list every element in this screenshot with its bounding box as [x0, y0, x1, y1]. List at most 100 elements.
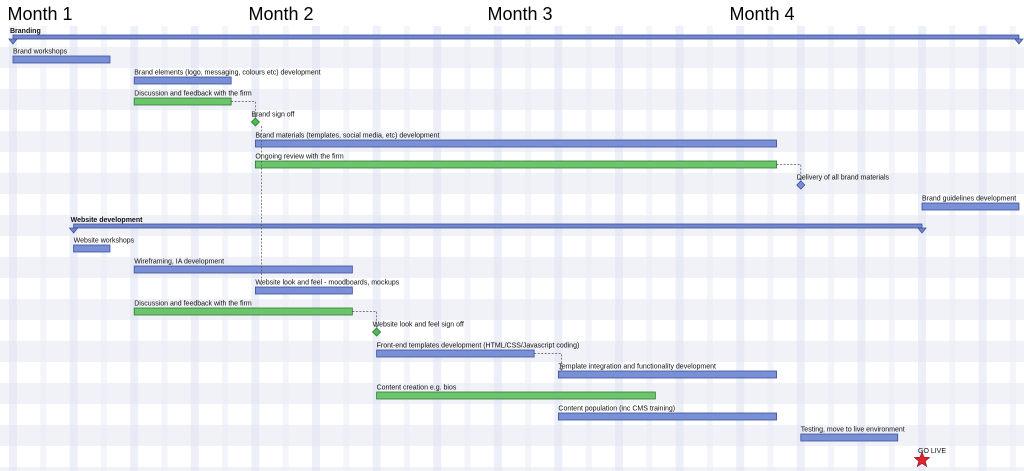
half-week-band: [706, 26, 713, 471]
task-label: Testing, move to live environment: [801, 427, 905, 434]
half-week-band: [767, 26, 774, 471]
task-bar: [921, 202, 1020, 211]
group-bar: [12, 34, 1020, 40]
group-end-cap: [917, 227, 927, 234]
week-band: [190, 26, 199, 471]
task-bar: [73, 244, 111, 253]
task-label: Website workshops: [74, 238, 135, 245]
half-week-band: [828, 26, 835, 471]
week-band: [918, 26, 926, 471]
month-label: Month 1: [7, 4, 72, 24]
group-label: Branding: [10, 28, 41, 35]
task-bar: [133, 265, 353, 274]
row-stripe: [0, 194, 1024, 215]
week-band: [736, 26, 745, 471]
task-bar: [376, 349, 535, 358]
task-bar: [558, 412, 777, 421]
task-label: Wireframing, IA development: [134, 259, 224, 266]
half-week-band: [343, 26, 350, 471]
dependency-arrow-icon: [374, 324, 379, 328]
half-week-band: [464, 26, 471, 471]
half-week-band: [1009, 26, 1016, 471]
task-bar: [254, 286, 353, 295]
row-stripe: [0, 467, 1024, 471]
half-week-band: [282, 26, 289, 471]
half-week-band: [888, 26, 895, 471]
row-stripe: [0, 110, 1024, 131]
group-end-cap: [1014, 38, 1024, 45]
month-label: Month 2: [248, 4, 313, 24]
task-label: Content population (inc CMS training): [558, 406, 675, 413]
row-stripe: [0, 404, 1024, 425]
half-week-band: [525, 26, 532, 471]
go-live-star-icon: [913, 451, 931, 468]
row-stripe: [0, 278, 1024, 299]
week-band: [9, 26, 17, 471]
half-week-band: [585, 26, 592, 471]
month-label: Month 4: [729, 4, 794, 24]
week-band: [978, 26, 987, 471]
dependency-arrow-icon: [559, 367, 564, 371]
row-stripe: [0, 362, 1024, 383]
week-band: [796, 26, 805, 471]
half-week-band: [646, 26, 653, 471]
milestone-diamond: [372, 327, 382, 337]
task-label: Brand guidelines development: [922, 196, 1016, 203]
row-stripe: [0, 320, 1024, 341]
week-band: [857, 26, 866, 471]
dependency-line: [231, 101, 256, 117]
task-bar: [558, 370, 777, 379]
week-band: [675, 26, 684, 471]
task-bar: [12, 55, 111, 64]
task-label: Brand materials (templates, social media…: [255, 133, 439, 140]
week-band: [372, 26, 381, 471]
milestone-label: Website look and feel sign off: [373, 322, 464, 329]
group-start-cap: [68, 227, 79, 234]
task-bar: [254, 160, 777, 169]
row-stripe: [0, 47, 1024, 68]
week-band: [433, 26, 442, 471]
go-live-label: GO LIVE: [918, 448, 946, 455]
milestone-diamond: [796, 180, 806, 190]
task-bar: [133, 76, 232, 85]
week-band: [312, 26, 320, 471]
dependency-line: [776, 164, 802, 180]
milestone-label: Brand sign off: [251, 112, 294, 119]
group-start-cap: [8, 38, 18, 45]
half-week-band: [949, 26, 956, 471]
group-label: Website development: [71, 217, 144, 224]
week-band: [130, 26, 139, 471]
task-label: Template integration and functionality d…: [558, 364, 716, 371]
task-bar: [376, 391, 656, 400]
week-band: [493, 26, 502, 471]
half-week-band: [222, 26, 229, 471]
task-label: Content creation e.g. bios: [377, 385, 457, 392]
task-label: Discussion and feedback with the firm: [134, 91, 252, 98]
task-bar: [254, 139, 777, 148]
dependency-arrow-icon: [253, 114, 258, 118]
row-stripe: [0, 446, 1024, 467]
half-week-band: [403, 26, 410, 471]
half-week-band: [161, 26, 168, 471]
task-label: Brand elements (logo, messaging, colours…: [134, 70, 320, 77]
task-bar: [133, 97, 232, 106]
milestone-diamond: [250, 117, 260, 127]
task-label: Discussion and feedback with the firm: [134, 301, 252, 308]
task-label: Website look and feel - moodboards, mock…: [255, 280, 399, 287]
milestone-label: Delivery of all brand materials: [797, 175, 890, 182]
half-week-band: [40, 26, 47, 471]
dependency-line: [352, 311, 377, 327]
task-label: Brand workshops: [13, 49, 68, 56]
task-bar: [800, 433, 899, 442]
row-stripe: [0, 236, 1024, 257]
dependency-arrow-icon: [798, 177, 804, 181]
task-label: Ongoing review with the firm: [255, 154, 343, 161]
month-label: Month 3: [487, 4, 552, 24]
group-bar: [73, 223, 923, 229]
week-band: [251, 26, 260, 471]
task-bar: [133, 307, 353, 316]
week-band: [554, 26, 563, 471]
week-band: [615, 26, 623, 471]
